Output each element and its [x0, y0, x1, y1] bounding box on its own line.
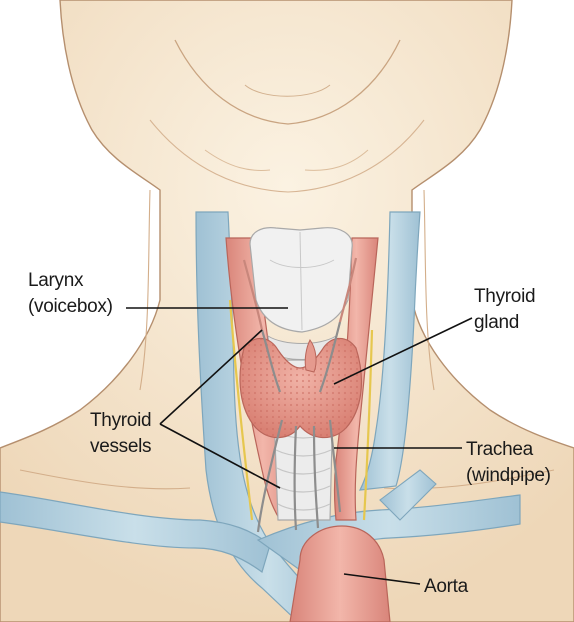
larynx-label: Larynx [28, 270, 84, 291]
thyroid-gland-label: Thyroid [474, 286, 535, 307]
larynx-label-line2: (voicebox) [28, 296, 113, 317]
thyroid-vessels-label: Thyroid [90, 410, 151, 431]
thyroid-vessels-label-line2: vessels [90, 436, 151, 457]
trachea-label-line2: (windpipe) [466, 465, 551, 486]
trachea-label: Trachea [466, 439, 534, 460]
aorta-label: Aorta [424, 576, 469, 597]
thyroid-gland-label-line2: gland [474, 312, 519, 333]
